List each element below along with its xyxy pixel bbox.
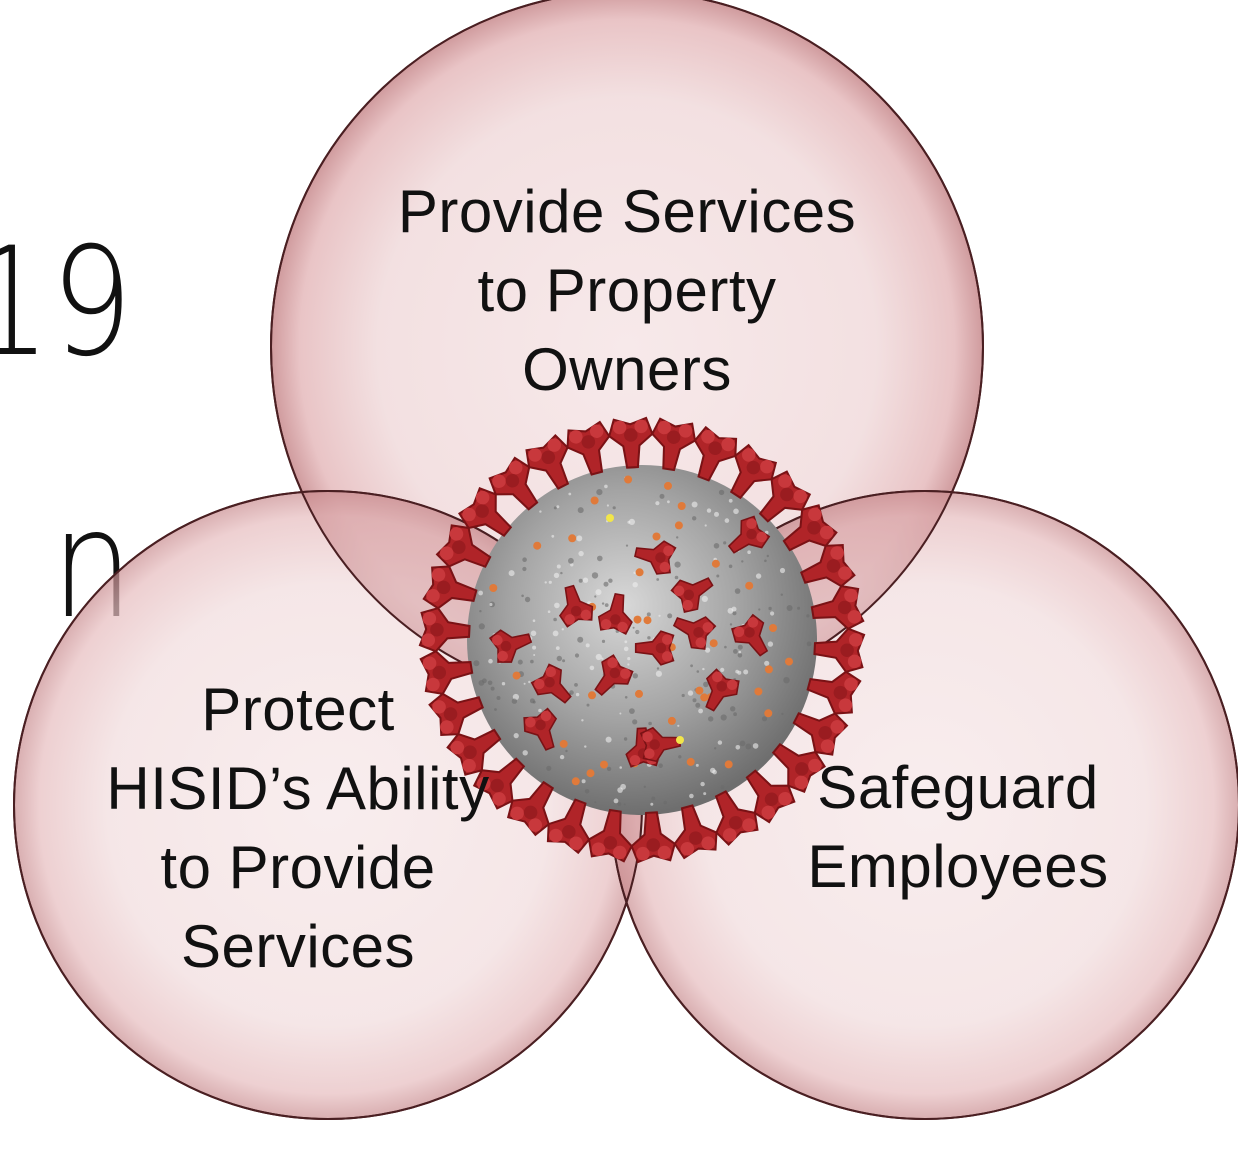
overlap-left-top bbox=[271, 491, 642, 703]
circle-top-line-2: to Property bbox=[477, 257, 777, 324]
circle-left-line-2: HISID’s Ability bbox=[106, 755, 490, 822]
circle-top-label: Provide Services to Property Owners bbox=[398, 172, 856, 409]
coronavirus-icon bbox=[418, 416, 866, 864]
circle-left-line-4: Services bbox=[180, 913, 416, 980]
circle-left-line-3: to Provide bbox=[160, 834, 436, 901]
circle-right-line-2: Employees bbox=[807, 833, 1109, 900]
circle-left-line-1: Protect bbox=[201, 676, 395, 743]
circle-top-line-1: Provide Services bbox=[397, 178, 857, 245]
background-title-fragment-1: 19 bbox=[0, 216, 133, 390]
circle-right-line-1: Safeguard bbox=[817, 754, 1099, 821]
circle-top-line-3: Owners bbox=[522, 336, 732, 403]
circle-left-label: Protect HISID’s Ability to Provide Servi… bbox=[106, 670, 489, 986]
circle-right-label: Safeguard Employees bbox=[807, 748, 1108, 906]
